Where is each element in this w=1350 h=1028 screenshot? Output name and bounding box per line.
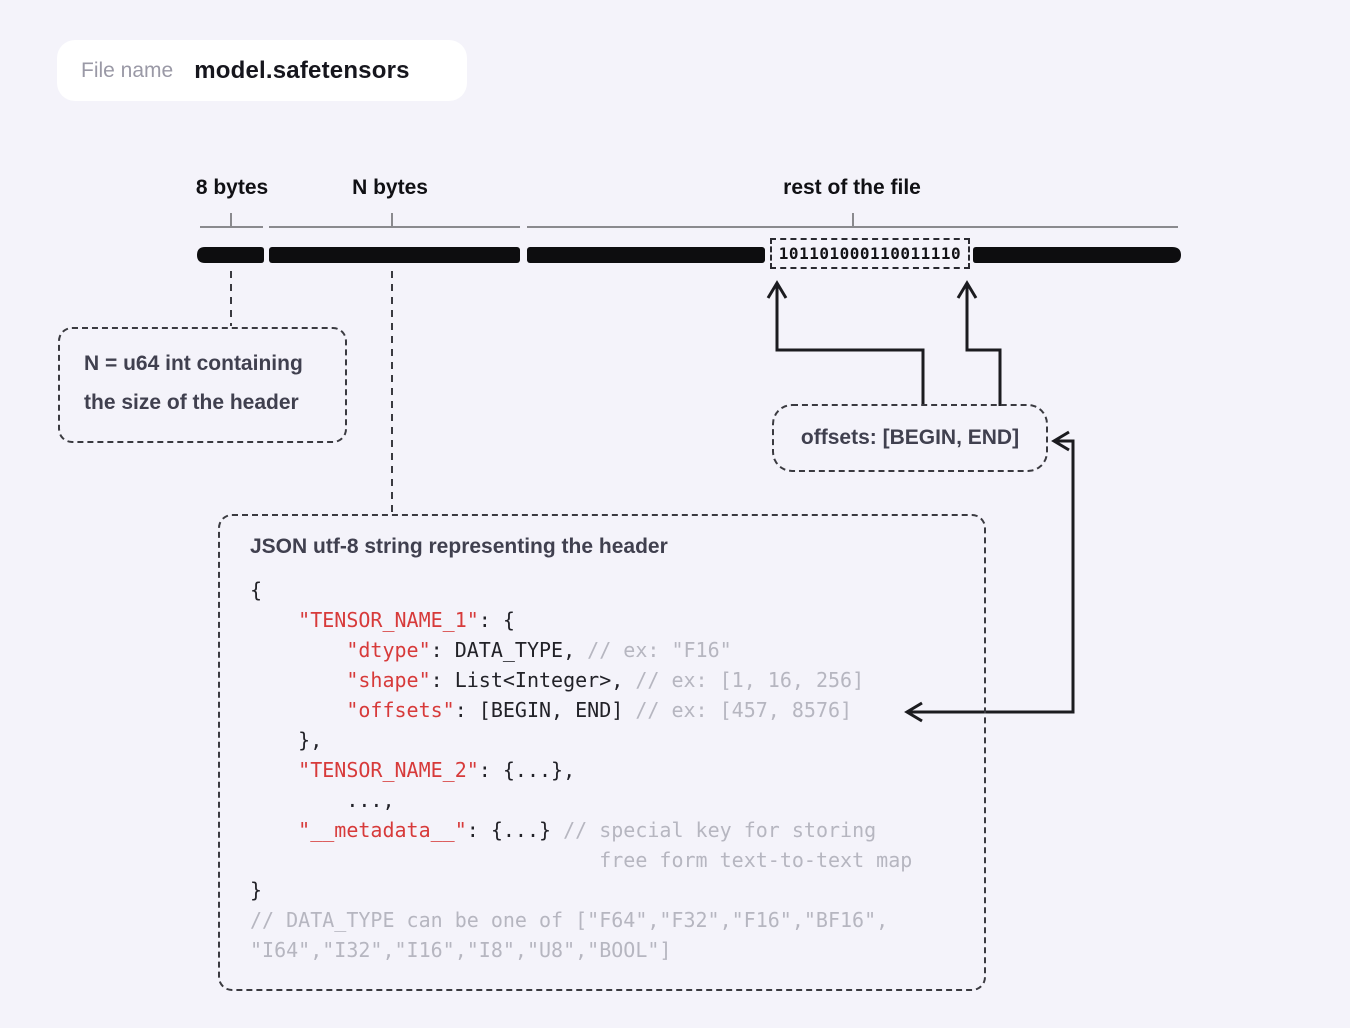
code-line: "dtype": DATA_TYPE, // ex: "F16": [346, 638, 732, 662]
label-8-bytes: 8 bytes: [195, 176, 269, 199]
file-name-value: model.safetensors: [194, 56, 410, 84]
bar-segment-data-right: [973, 247, 1181, 263]
code-line: "shape": List<Integer>, // ex: [1, 16, 2…: [346, 668, 865, 692]
json-header-title: JSON utf-8 string representing the heade…: [250, 535, 668, 558]
code-block: { "TENSOR_NAME_1": { "dtype": DATA_TYPE,…: [250, 575, 984, 965]
code-line: free form text-to-text map: [599, 848, 913, 872]
arrow-end-head-icon: [956, 280, 978, 299]
offsets-callout: offsets: [BEGIN, END]: [772, 404, 1048, 472]
code-line: }: [250, 878, 263, 902]
arrow-code-link-head-top-icon: [1051, 430, 1070, 452]
code-line: // DATA_TYPE can be one of ["F64","F32",…: [250, 908, 889, 932]
code-line: "offsets": [BEGIN, END] // ex: [457, 857…: [346, 698, 853, 722]
bar-segment-data-left: [527, 247, 765, 263]
code-line: "TENSOR_NAME_2": {...},: [298, 758, 576, 782]
byte-bar: [197, 247, 1181, 263]
code-line: {: [250, 578, 263, 602]
code-line: "TENSOR_NAME_1": {: [298, 608, 515, 632]
arrow-begin-line: [775, 284, 925, 406]
label-rest-of-file: rest of the file: [783, 176, 921, 199]
dashed-connectors: [230, 271, 393, 513]
offset-arrows: [766, 280, 1075, 723]
code-line: "__metadata__": {...} // special key for…: [298, 818, 877, 842]
arrow-code-link-head-bottom-icon: [904, 701, 923, 723]
arrow-end-line: [965, 284, 1002, 406]
code-line: "I64","I32","I16","I8","U8","BOOL"]: [250, 938, 672, 962]
byte-brackets: [200, 213, 1178, 228]
file-name-pill: File name model.safetensors: [57, 40, 467, 101]
offsets-callout-label: offsets: [BEGIN, END]: [800, 426, 1020, 449]
bar-segment-size: [197, 247, 264, 263]
n-size-callout: N = u64 int containing the size of the h…: [58, 327, 347, 443]
label-n-bytes: N bytes: [352, 176, 428, 199]
file-name-label: File name: [81, 58, 174, 82]
n-size-line-1: N = u64 int containing: [84, 352, 303, 375]
binary-bits-text: 101101000110011110: [778, 244, 962, 263]
code-line: },: [250, 728, 323, 752]
json-header-callout: JSON utf-8 string representing the heade…: [218, 514, 986, 991]
arrow-begin-head-icon: [766, 280, 788, 299]
arrow-code-link-line: [908, 439, 1075, 714]
n-size-line-2: the size of the header: [84, 391, 299, 414]
binary-offsets-window: 101101000110011110: [770, 238, 970, 269]
code-line: ...,: [250, 788, 395, 812]
bar-segment-header: [269, 247, 520, 263]
